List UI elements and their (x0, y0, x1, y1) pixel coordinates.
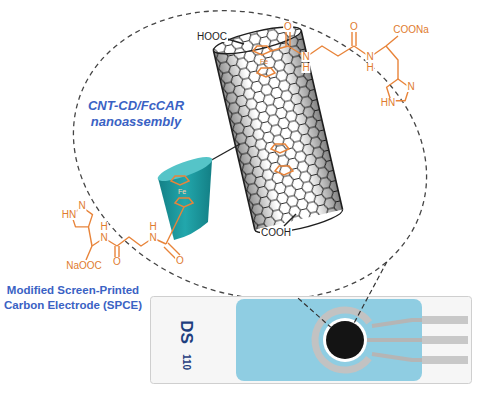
atom-label: N (77, 201, 86, 211)
bond (271, 46, 288, 51)
atom-label: H (365, 63, 374, 73)
cyclodextrin-rim (155, 153, 214, 186)
atom-label: NaOOC (65, 261, 103, 271)
bond (117, 237, 166, 246)
nanotube-shading (213, 30, 342, 230)
cp-ring (257, 68, 275, 77)
bond (288, 46, 354, 57)
ferrocene-rings (171, 46, 293, 207)
atom-label: HOOC (196, 32, 228, 42)
cp-ring (171, 176, 189, 185)
tether-line (208, 144, 240, 162)
atom-label: Fe (178, 188, 186, 195)
atom-label: N (406, 82, 415, 92)
strip-contact (422, 316, 468, 324)
orange-bonds (72, 31, 410, 260)
counter-electrode (303, 298, 387, 382)
atom-label: HN (61, 210, 77, 220)
nanotube-end (255, 210, 345, 239)
nanotube-lattice (213, 30, 342, 230)
node-shape (150, 296, 472, 384)
atom-label: N (148, 233, 157, 243)
atom-label: O (112, 257, 122, 267)
strip-contact (422, 336, 468, 344)
strip-traces (367, 320, 422, 360)
atom-label: COONa (392, 25, 430, 35)
carbon-nanotube (211, 21, 344, 238)
callout-title: CNT-CD/FcCAR nanoassembly (80, 98, 192, 131)
atom-label: O (283, 22, 293, 32)
strip-print: 110 (181, 354, 191, 370)
atom-label: N (99, 233, 108, 243)
cp-ring (175, 198, 193, 207)
nanotube-body (213, 30, 342, 230)
strip-print: DS (178, 320, 195, 344)
bond (89, 227, 93, 246)
double-bond (352, 31, 356, 46)
cp-ring (275, 166, 293, 175)
strip-body (151, 297, 472, 384)
bond (354, 36, 398, 57)
double-bond (286, 31, 290, 46)
cp-ring (253, 46, 271, 55)
atom-label: H (301, 63, 310, 73)
bond (166, 207, 184, 244)
nanotube-wall (301, 30, 342, 209)
cyclodextrin (155, 153, 214, 240)
atom-label: Fe (260, 58, 268, 65)
working-electrode (326, 321, 364, 359)
strip-contact (422, 356, 468, 364)
electrode-title: Modified Screen-Printed Carbon Electrode… (0, 283, 146, 313)
atom-label: O (175, 256, 185, 266)
atom-label: N (365, 52, 374, 62)
atom-label: N (301, 52, 310, 62)
cp-ring (271, 144, 289, 153)
black-bonds (208, 38, 296, 226)
electrode-ring (323, 318, 367, 362)
atom-label: O (349, 22, 359, 32)
atom-label: H (148, 222, 157, 232)
atom-label: H (99, 222, 108, 232)
electrode-strip: Modified Screen-Printed Carbon Electrode… (150, 296, 472, 384)
bond (386, 46, 398, 79)
atom-label: COOH (260, 228, 292, 238)
carboxyl-bond (284, 214, 296, 226)
nanotube-wall (213, 50, 254, 229)
atom-label: HN (380, 98, 396, 108)
